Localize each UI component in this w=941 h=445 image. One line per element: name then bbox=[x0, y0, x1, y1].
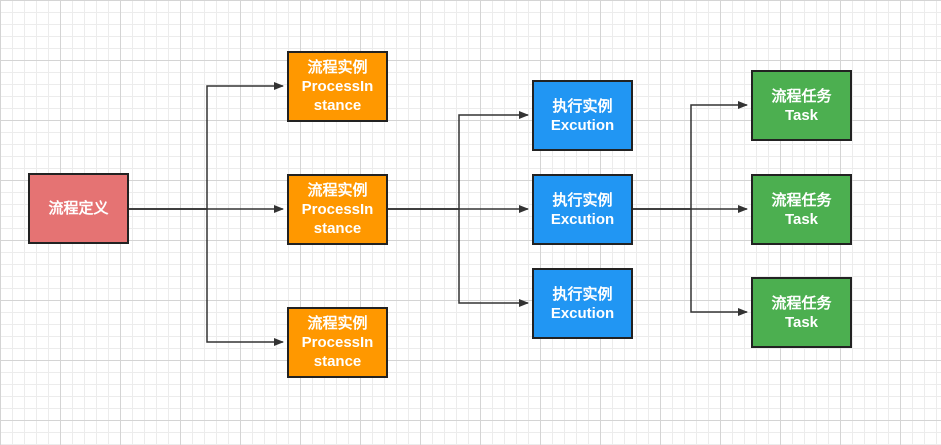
edge-process-to-execution-1 bbox=[387, 111, 529, 210]
execution-label-cn: 执行实例 bbox=[552, 285, 613, 303]
edge-process-to-execution-3 bbox=[387, 208, 529, 307]
edge-execution-to-task-3 bbox=[632, 208, 748, 316]
process-instance-label-en-2: stance bbox=[313, 220, 362, 237]
task-label-en: Task bbox=[784, 210, 819, 228]
process-instance-label-cn: 流程实例 bbox=[307, 182, 368, 199]
task-label-cn: 流程任务 bbox=[771, 191, 832, 209]
execution-node-2[interactable]: 执行实例 Excution bbox=[532, 174, 633, 245]
execution-label-en: Excution bbox=[550, 116, 615, 134]
execution-label-en: Excution bbox=[550, 304, 615, 322]
process-instance-label-en-1: ProcessIn bbox=[301, 334, 374, 351]
execution-node-1[interactable]: 执行实例 Excution bbox=[532, 80, 633, 151]
process-instance-label-cn: 流程实例 bbox=[307, 315, 368, 332]
process-definition-node[interactable]: 流程定义 bbox=[28, 173, 129, 244]
task-label-en: Task bbox=[784, 106, 819, 124]
task-label-cn: 流程任务 bbox=[771, 87, 832, 105]
execution-label-cn: 执行实例 bbox=[552, 97, 613, 115]
task-node-3[interactable]: 流程任务 Task bbox=[751, 277, 852, 348]
task-label-cn: 流程任务 bbox=[771, 294, 832, 312]
task-label-en: Task bbox=[784, 313, 819, 331]
process-instance-label-en-2: stance bbox=[313, 353, 362, 370]
edge-definition-to-process-3 bbox=[129, 208, 284, 346]
process-instance-node-3[interactable]: 流程实例 ProcessIn stance bbox=[287, 307, 388, 378]
task-node-1[interactable]: 流程任务 Task bbox=[751, 70, 852, 141]
edge-definition-to-process-1 bbox=[129, 82, 284, 210]
execution-node-3[interactable]: 执行实例 Excution bbox=[532, 268, 633, 339]
task-node-2[interactable]: 流程任务 Task bbox=[751, 174, 852, 245]
execution-label-cn: 执行实例 bbox=[552, 191, 613, 209]
edge-execution-to-task-1 bbox=[632, 101, 748, 210]
process-instance-label-en-1: ProcessIn bbox=[301, 201, 374, 218]
process-instance-label-en-2: stance bbox=[313, 97, 362, 114]
process-instance-label-cn: 流程实例 bbox=[307, 59, 368, 76]
process-instance-label-en-1: ProcessIn bbox=[301, 78, 374, 95]
execution-label-en: Excution bbox=[550, 210, 615, 228]
process-definition-label: 流程定义 bbox=[48, 200, 109, 217]
process-instance-node-1[interactable]: 流程实例 ProcessIn stance bbox=[287, 51, 388, 122]
process-instance-node-2[interactable]: 流程实例 ProcessIn stance bbox=[287, 174, 388, 245]
